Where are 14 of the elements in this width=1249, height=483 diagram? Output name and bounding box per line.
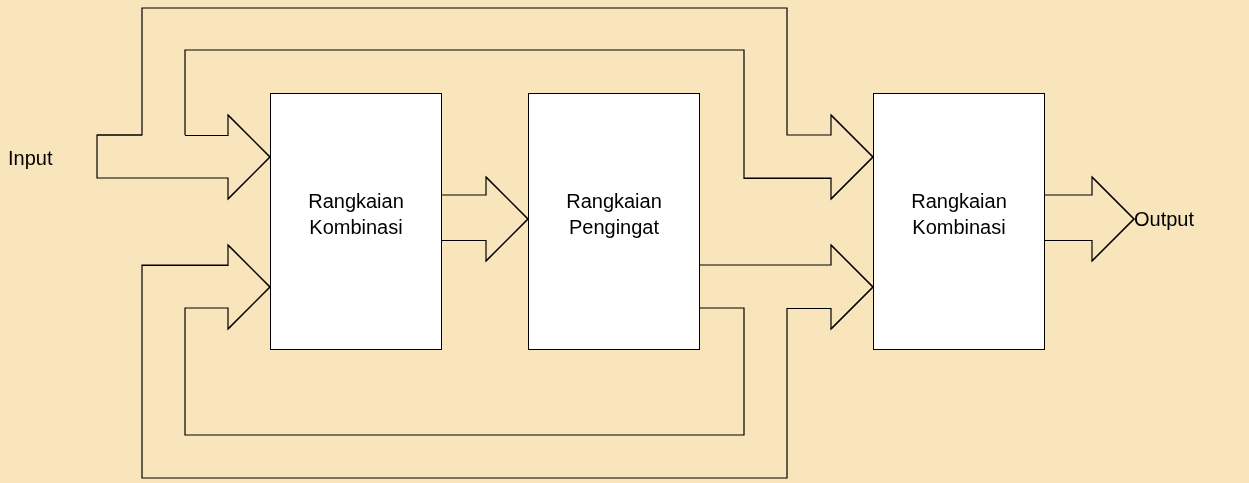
block-box	[873, 93, 1045, 350]
block-label: Rangkaian Kombinasi	[910, 189, 1008, 240]
block-label: Rangkaian Kombinasi	[307, 189, 405, 240]
signal-label: Output	[1134, 205, 1195, 233]
block-box	[270, 93, 442, 350]
block-box	[528, 93, 700, 350]
bus-arrow	[441, 175, 529, 263]
block-label: Rangkaian Pengingat	[565, 189, 663, 240]
signal-label: Input	[8, 144, 53, 172]
bus-arrow	[96, 7, 874, 201]
bus-arrow	[96, 113, 271, 201]
bus-arrow	[1044, 175, 1135, 263]
bus-arrow	[141, 243, 788, 479]
bus-arrow	[699, 243, 874, 331]
